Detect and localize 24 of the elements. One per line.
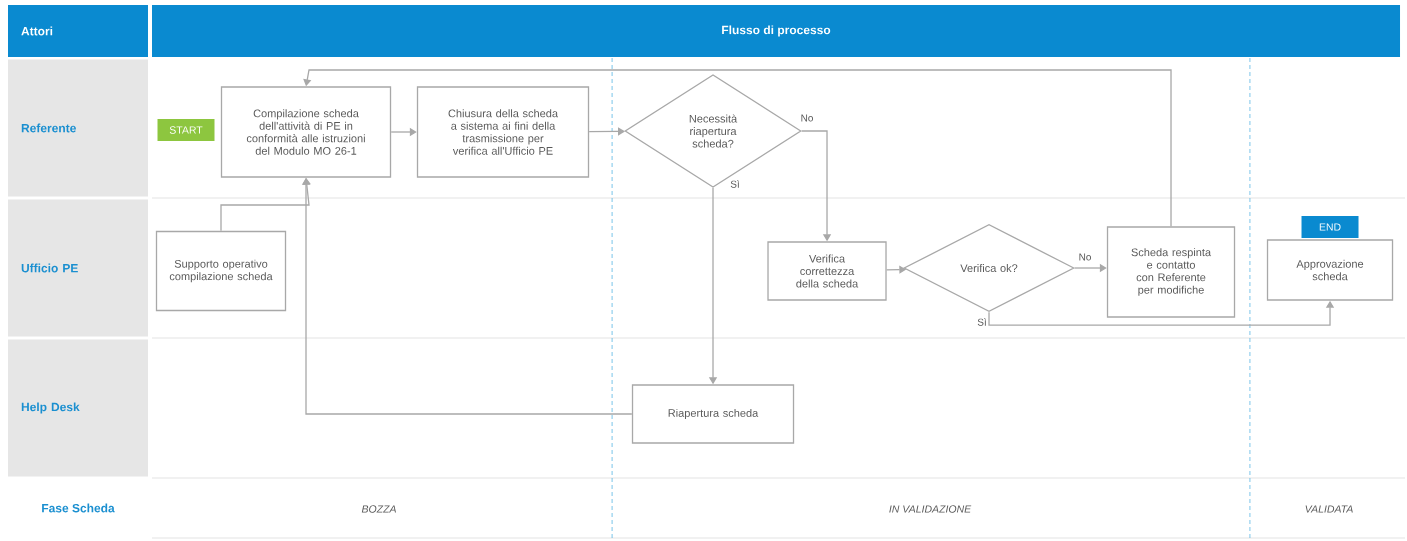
end-badge: END <box>1301 216 1359 238</box>
process-box: Approvazione scheda <box>1266 239 1394 301</box>
process-box: Verifica correttezza della scheda <box>767 241 887 301</box>
arrow <box>303 69 1172 227</box>
edge-label: Sì <box>976 317 988 327</box>
process-box: Riapertura scheda <box>631 384 795 444</box>
lane-label: Fase Scheda <box>42 503 115 513</box>
edge-label: No <box>799 113 815 123</box>
title-band: Flusso di processo <box>152 5 1400 57</box>
edge-label: Sì <box>729 179 741 189</box>
phase-label: VALIDATA <box>1305 505 1353 513</box>
arrow <box>588 127 625 136</box>
process-box: Chiusura della scheda a sistema ai fini della trasmissione per verifica all'Ufficio PE <box>416 86 590 178</box>
column-header: Attori <box>8 5 148 57</box>
lane-header: Ufficio PE <box>8 199 148 337</box>
start-badge: START <box>157 119 215 141</box>
process-box: Supporto operativo compilazione scheda <box>155 230 287 312</box>
lane-header: Help Desk <box>8 339 148 477</box>
lane-header: Referente <box>8 59 148 197</box>
phase-label: BOZZA <box>361 505 396 513</box>
process-box: Scheda respinta e contatto con Referente per modifiche <box>1106 226 1236 318</box>
edge-label: No <box>1077 252 1093 262</box>
process-box: Compilazione scheda dell'attività di PE in conformità alle istruzioni del Modulo MO 26-1 <box>220 86 392 178</box>
phase-label: IN VALIDAZIONE <box>889 505 972 513</box>
